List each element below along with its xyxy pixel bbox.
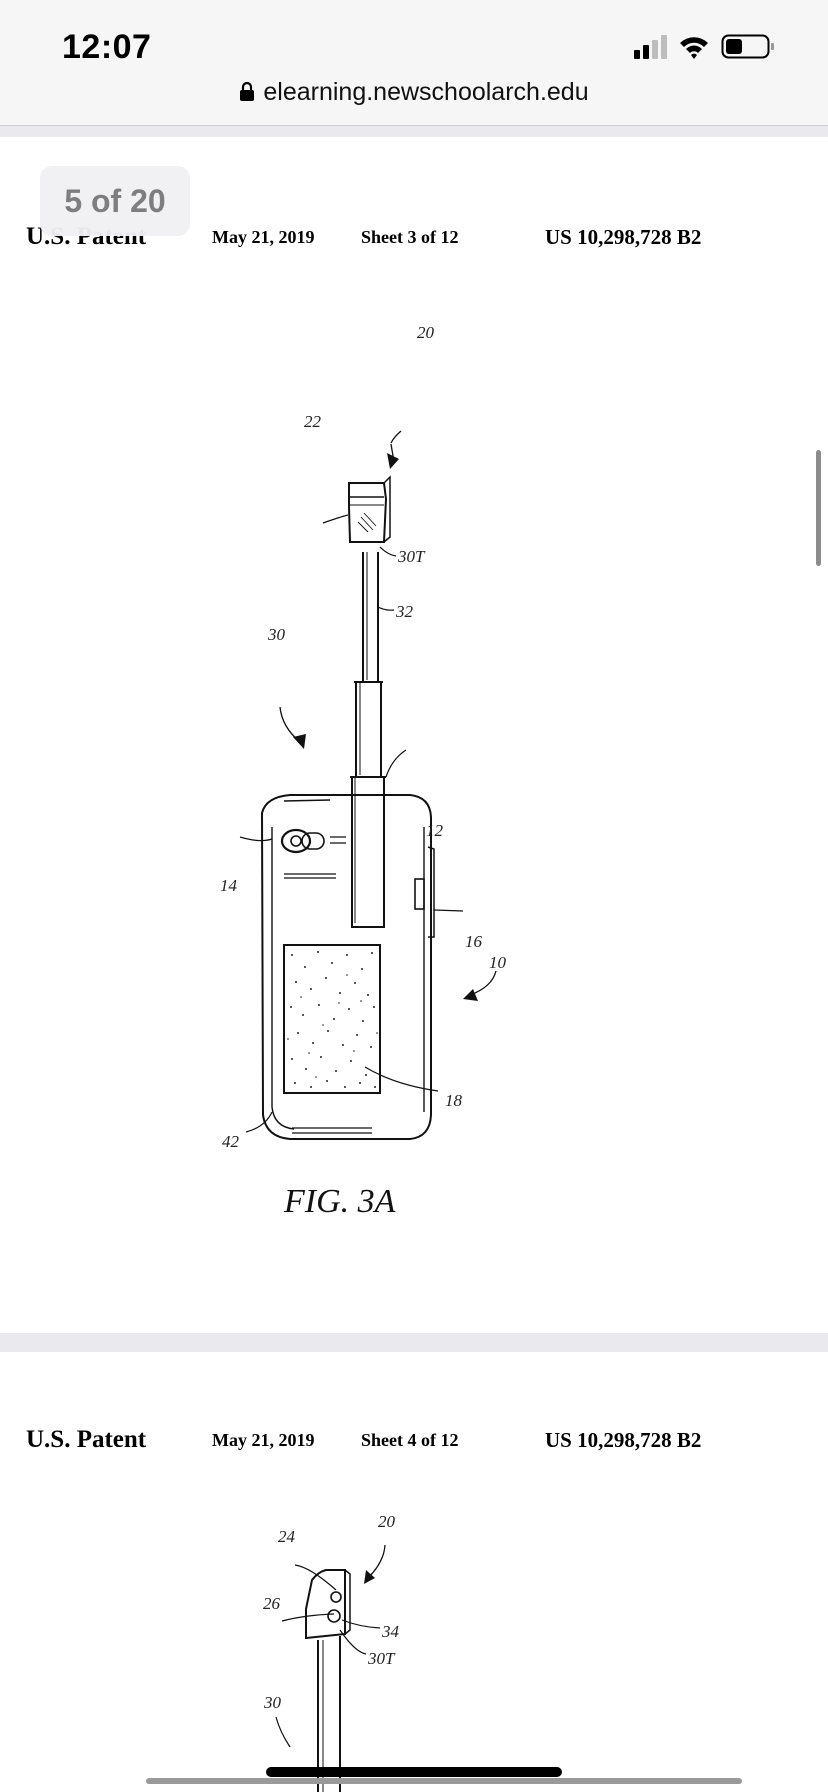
ref-label-10: 10 [489,953,506,972]
figure-caption: FIG. 3A [284,1183,396,1220]
signal-icon [634,35,667,59]
ref-label-32: 32 [396,602,413,621]
ref-label-12: 12 [426,821,443,840]
patent-page-sheet-4: U.S. Patent May 21, 2019 Sheet 4 of 12 U… [0,1352,828,1792]
patent-page-sheet-3: U.S. Patent May 21, 2019 Sheet 3 of 12 U… [0,137,828,1333]
horizontal-scrollbar[interactable] [146,1778,742,1784]
status-icons [634,34,794,64]
url-text: elearning.newschoolarch.edu [263,78,589,106]
ref-label-30t: 30T [398,547,425,566]
battery-icon [721,34,774,59]
header-date: May 21, 2019 [212,1430,315,1450]
header-patent-label: U.S. Patent [26,1426,147,1453]
header-sheet: Sheet 4 of 12 [361,1430,459,1450]
fig-3b-drawing [275,1544,386,1792]
ref-label-24: 24 [278,1527,295,1546]
home-indicator[interactable] [266,1767,562,1777]
lock-icon [240,81,255,101]
document-viewer[interactable]: U.S. Patent May 21, 2019 Sheet 3 of 12 U… [0,127,828,1792]
ref-label-20: 20 [417,323,434,342]
ref-label-30t: 30T [368,1649,395,1668]
header-sheet: Sheet 3 of 12 [361,227,459,247]
header-patent-number: US 10,298,728 B2 [545,1428,702,1452]
stipple-texture [287,951,378,1088]
ref-label-34: 34 [382,1622,399,1641]
ref-label-16: 16 [465,932,482,951]
ref-label-14: 14 [220,876,237,895]
ref-label-22: 22 [304,412,321,431]
ref-label-26: 26 [263,1594,280,1613]
fig-3a-drawing [239,430,497,1140]
address-bar[interactable]: elearning.newschoolarch.edu [0,78,828,107]
page-indicator: 5 of 20 [40,166,190,236]
ref-label-30: 30 [268,625,285,644]
wifi-icon [680,37,708,59]
ref-label-20: 20 [378,1512,395,1531]
ref-label-18: 18 [445,1091,462,1110]
header-date: May 21, 2019 [212,227,315,247]
ref-label-42: 42 [222,1132,239,1151]
status-bar: 12:07 elearning.newschoola [0,0,828,126]
vertical-scrollbar[interactable] [816,450,821,566]
ref-label-30: 30 [264,1693,281,1712]
header-patent-number: US 10,298,728 B2 [545,225,702,249]
status-time: 12:07 [62,28,152,66]
